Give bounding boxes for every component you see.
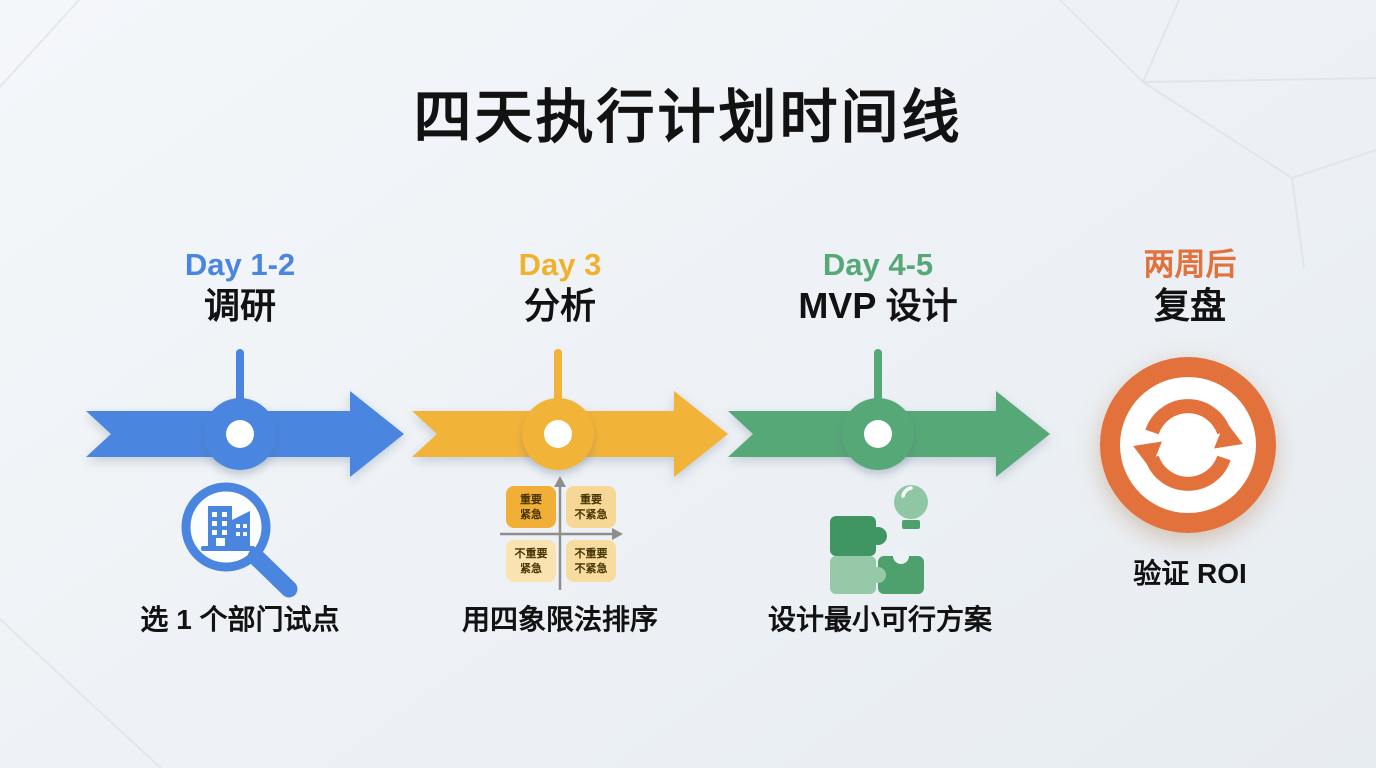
quadrant-tl-line2: 紧急 [520, 507, 542, 521]
stage-1-name: 调研 [203, 285, 276, 326]
stage-3-caption: 设计最小可行方案 [767, 604, 992, 635]
stage-3-day-label: Day 4-5 [822, 247, 934, 282]
stage-3-node [842, 398, 914, 470]
page-title: 四天执行计划时间线 [413, 85, 963, 150]
stage-1-header: Day 1-2 调研 [60, 246, 420, 328]
stage-1-node [204, 398, 276, 470]
stage-2-caption: 用四象限法排序 [461, 604, 658, 635]
stage-2-name: 分析 [523, 285, 596, 326]
stage-4-header: 两周后 复盘 [1010, 246, 1370, 328]
stage-3-stem [874, 349, 882, 405]
quadrant-tr-line1: 重要 [580, 492, 602, 506]
stage-4-caption: 验证 ROI [1133, 558, 1247, 589]
stage-4-day-label: 两周后 [1143, 247, 1237, 282]
quadrant-br-line2: 不紧急 [575, 561, 608, 575]
stage-3-node-center [864, 420, 892, 448]
stage-1-stem [236, 349, 244, 405]
quadrant-matrix-icon: 重要 紧急 重要 不紧急 不重要 紧急 不重要 不紧急 [500, 476, 623, 590]
stage-2-header: Day 3 分析 [380, 246, 740, 328]
quadrant-bl-line1: 不重要 [515, 546, 548, 560]
quadrant-br-line1: 不重要 [575, 546, 608, 560]
stage-2-node [522, 398, 594, 470]
stage-3-name: MVP 设计 [798, 285, 958, 326]
magnifier-building-icon [181, 482, 298, 598]
stage-2-stem [554, 349, 562, 405]
stage-1-node-center [226, 420, 254, 448]
quadrant-tl-line1: 重要 [520, 492, 542, 506]
quadrant-bl-line2: 紧急 [520, 561, 542, 575]
stage-3-header: Day 4-5 MVP 设计 [698, 246, 1058, 328]
stage-2-day-label: Day 3 [518, 247, 602, 282]
refresh-cycle-icon [1100, 357, 1276, 533]
stage-2-node-center [544, 420, 572, 448]
stage-4-name: 复盘 [1153, 285, 1226, 326]
puzzle-lightbulb-icon [830, 485, 928, 594]
stage-1-day-label: Day 1-2 [184, 247, 296, 282]
stage-1-caption: 选 1 个部门试点 [140, 604, 340, 635]
quadrant-tr-line2: 不紧急 [575, 507, 608, 521]
